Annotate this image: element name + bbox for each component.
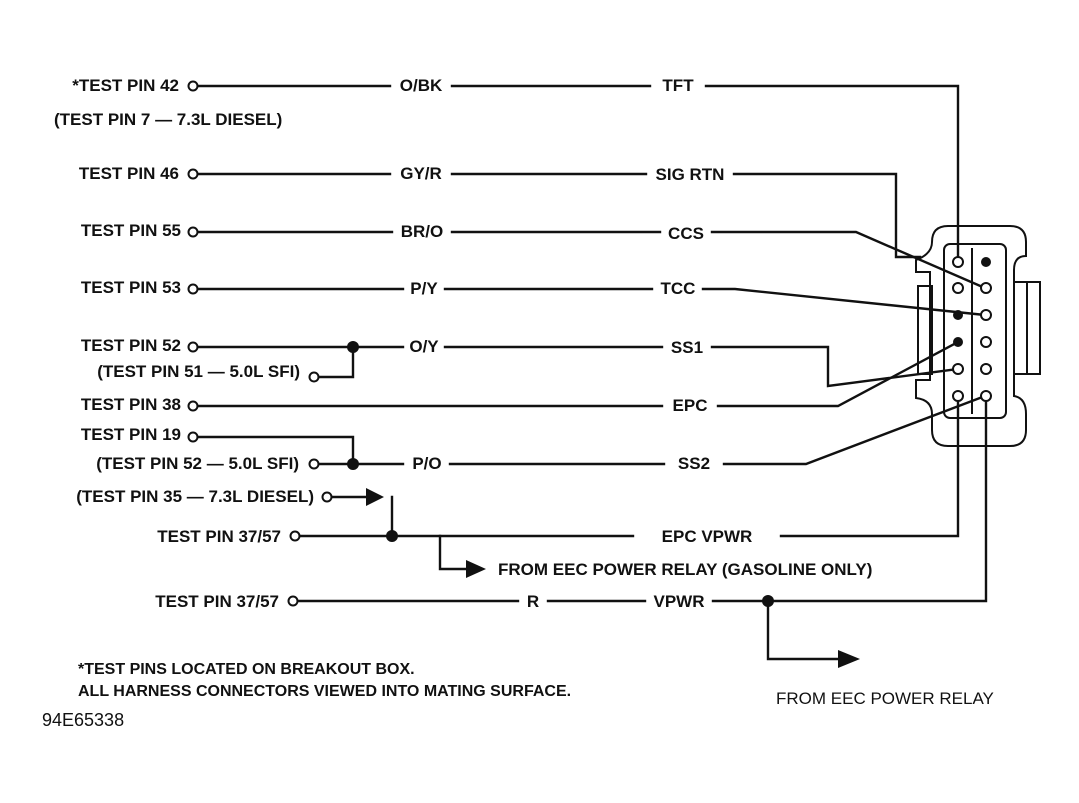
label-pin53: TEST PIN 53 (81, 278, 181, 297)
circuit-epc-vpwr: EPC VPWR (662, 527, 753, 546)
terminal-pin52-sfi (308, 458, 320, 470)
cavity-5-1 (952, 363, 964, 375)
circuit-ss1: SS1 (671, 338, 703, 357)
label-pin38: TEST PIN 38 (81, 395, 181, 414)
terminal-pin42 (187, 80, 199, 92)
wire-pin19 (197, 435, 355, 466)
wire-tcc (197, 287, 987, 317)
circuit-labels: TFT SIG RTN CCS TCC SS1 EPC SS2 EPC VPWR… (654, 76, 753, 611)
wire-sig-rtn (197, 172, 922, 259)
notes: FROM EEC POWER RELAY (GASOLINE ONLY) FRO… (42, 560, 994, 730)
circuit-tcc: TCC (661, 279, 696, 298)
test-pin-terminals (187, 80, 333, 607)
terminal-pin51 (308, 371, 320, 383)
terminal-pin46 (187, 168, 199, 180)
cavity-3-1 (953, 310, 963, 320)
label-pin19: TEST PIN 19 (81, 425, 181, 444)
circuit-ccs: CCS (668, 224, 704, 243)
cavity-3-2 (980, 309, 992, 321)
wire-ccs (197, 230, 987, 290)
footnote-breakout-box: *TEST PINS LOCATED ON BREAKOUT BOX. (78, 661, 415, 678)
cavity-1-2 (981, 257, 991, 267)
connector-shell (915, 225, 1027, 447)
label-pin37-57-a: TEST PIN 37/57 (157, 527, 281, 546)
pin-labels: *TEST PIN 42 (TEST PIN 7 — 7.3L DIESEL) … (54, 76, 314, 611)
wire-vpwr (297, 398, 988, 603)
wire-tft (197, 84, 960, 264)
wire-ss2 (318, 394, 987, 466)
cavity-5-2 (980, 363, 992, 375)
connector-inner-housing (943, 243, 1007, 419)
harness-connector (915, 225, 1041, 447)
cavity-4-1 (953, 337, 963, 347)
arrow-gas-relay-icon (466, 560, 486, 578)
label-pin42: *TEST PIN 42 (72, 76, 179, 95)
junctions (347, 341, 774, 607)
color-r: R (527, 592, 539, 611)
wire-epc-vpwr (299, 398, 960, 538)
cavity-2-2 (980, 282, 992, 294)
connector-pins (952, 256, 992, 402)
circuit-tft: TFT (662, 76, 694, 95)
label-pin46: TEST PIN 46 (79, 164, 179, 183)
label-pin37-57-b: TEST PIN 37/57 (155, 592, 279, 611)
terminal-pin35 (321, 491, 333, 503)
circuit-ss2: SS2 (678, 454, 710, 473)
junction-epc-vpwr (386, 530, 398, 542)
terminal-pin37-57-b (287, 595, 299, 607)
color-po: P/O (412, 454, 441, 473)
label-pin35-diesel: (TEST PIN 35 — 7.3L DIESEL) (76, 487, 314, 506)
junction-vpwr (762, 595, 774, 607)
wire-pin35-branch (331, 495, 394, 538)
color-py: P/Y (410, 279, 438, 298)
cavity-2-1 (952, 282, 964, 294)
wire-power-relay-branch (766, 599, 842, 661)
junction-pin19 (347, 458, 359, 470)
wire-gas-relay-branch (438, 534, 472, 571)
circuit-sig-rtn: SIG RTN (656, 165, 725, 184)
color-oy: O/Y (409, 337, 439, 356)
note-from-eec-gasoline: FROM EEC POWER RELAY (GASOLINE ONLY) (498, 560, 872, 579)
terminal-pin53 (187, 283, 199, 295)
terminal-pin52 (187, 341, 199, 353)
label-pin51-sfi: (TEST PIN 51 — 5.0L SFI) (97, 362, 300, 381)
label-pin7-diesel: (TEST PIN 7 — 7.3L DIESEL) (54, 110, 282, 129)
terminal-pin37-57-a (289, 530, 301, 542)
cavity-1-1 (952, 256, 964, 268)
junction-pin52 (347, 341, 359, 353)
arrow-power-relay-icon (838, 650, 860, 668)
label-pin55: TEST PIN 55 (81, 221, 181, 240)
wire-pin51-branch (318, 345, 355, 379)
cavity-6-1 (952, 390, 964, 402)
terminal-pin19 (187, 431, 199, 443)
color-gyr: GY/R (400, 164, 442, 183)
label-pin52: TEST PIN 52 (81, 336, 181, 355)
cavity-4-2 (980, 336, 992, 348)
circuit-epc: EPC (673, 396, 708, 415)
footnote-mating-surface: ALL HARNESS CONNECTORS VIEWED INTO MATIN… (78, 683, 571, 700)
terminal-pin38 (187, 400, 199, 412)
color-obk: O/BK (400, 76, 443, 95)
note-from-eec: FROM EEC POWER RELAY (776, 689, 994, 708)
label-pin52-sfi: (TEST PIN 52 — 5.0L SFI) (96, 454, 299, 473)
terminal-pin55 (187, 226, 199, 238)
circuit-vpwr: VPWR (654, 592, 705, 611)
color-bro: BR/O (401, 222, 444, 241)
wire-color-labels: O/BK GY/R BR/O P/Y O/Y P/O R (400, 76, 539, 611)
wires (197, 84, 988, 661)
arrow-pin35-icon (366, 488, 384, 506)
figure-id: 94E65338 (42, 710, 124, 730)
cavity-6-2 (980, 390, 992, 402)
connector-key (917, 285, 933, 375)
arrowheads (366, 488, 860, 668)
